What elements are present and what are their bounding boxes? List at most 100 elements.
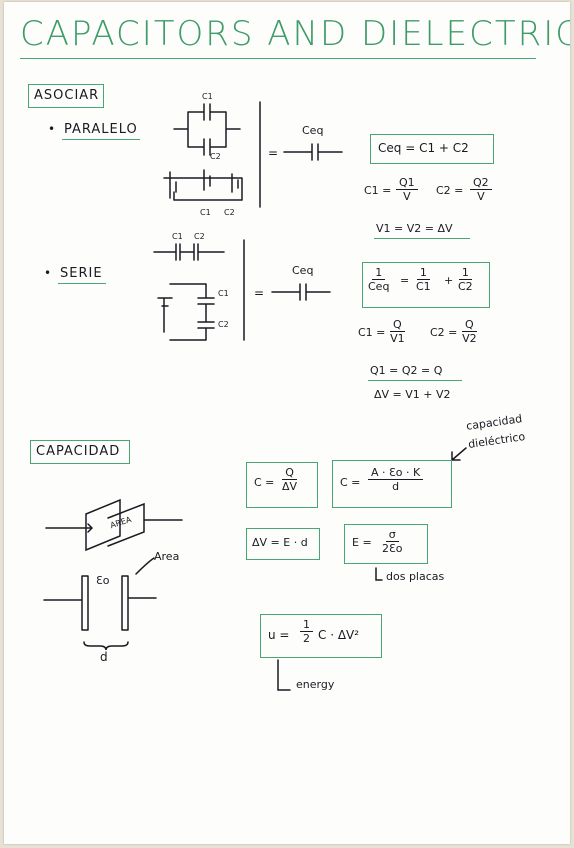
paralelo-formula-box xyxy=(370,134,494,164)
paralelo-voltages-underline xyxy=(374,238,470,239)
paralelo-voltages: V1 = V2 = ΔV xyxy=(376,222,453,235)
paralelo-label: PARALELO xyxy=(64,122,138,137)
e-field-lhs: E = xyxy=(352,536,372,549)
serie-bottom-c1: C1 xyxy=(218,289,229,298)
serie-c1-fraction: Q V1 xyxy=(390,318,405,345)
energy-hook xyxy=(277,659,291,691)
serie-voltage-sum: ΔV = V1 + V2 xyxy=(374,388,451,401)
dos-placas-hook xyxy=(375,567,383,581)
parallel-circuit-bottom xyxy=(163,169,243,201)
paralelo-equals: = xyxy=(268,146,279,160)
asociar-heading: ASOCIAR xyxy=(34,88,100,103)
serie-inv-c1-den: C1 xyxy=(416,280,431,293)
series-ceq-symbol xyxy=(271,283,331,301)
serie-c2-fraction: Q V2 xyxy=(462,318,477,345)
paralelo-c2-fraction: Q2 V xyxy=(470,176,492,203)
serie-charges-underline xyxy=(368,380,462,381)
paralelo-c1-lhs: C1 = xyxy=(364,184,392,197)
dos-placas-note: dos placas xyxy=(386,570,445,583)
paralelo-top-c1: C1 xyxy=(202,92,213,101)
plate-back xyxy=(85,498,121,552)
distance-brace xyxy=(83,641,129,651)
serie-inv-c2-num: 1 xyxy=(458,266,472,280)
paralelo-c1-den: V xyxy=(403,190,411,203)
capacidad-heading: CAPACIDAD xyxy=(36,444,121,459)
serie-bottom-c2: C2 xyxy=(218,320,229,329)
plates-left-wire xyxy=(45,523,94,533)
serie-inv-ceq: 1 Ceq xyxy=(368,266,389,293)
serie-c1-lhs: C1 = xyxy=(358,326,386,339)
paralelo-c2-den: V xyxy=(477,190,485,203)
notebook-page: CAPACITORS AND DIELECTRICS ASOCIAR • PAR… xyxy=(4,2,570,844)
paralelo-c2-num: Q2 xyxy=(470,176,492,190)
parallel-ceq-symbol xyxy=(283,143,343,161)
energy-rhs: C · ΔV² xyxy=(318,628,360,642)
serie-inv-c2-den: C2 xyxy=(458,280,473,293)
c-dielectric-num: A · Ɛo · K xyxy=(368,466,424,480)
paralelo-bullet: • xyxy=(48,122,56,136)
series-circuit-top xyxy=(153,243,225,261)
paralelo-bottom-c2: C2 xyxy=(224,208,235,217)
e-field-num: σ xyxy=(385,528,399,542)
serie-label: SERIE xyxy=(60,266,103,281)
serie-equals: = xyxy=(254,286,265,300)
serie-inv-plus: + xyxy=(444,274,454,287)
c-definition-fraction: Q ΔV xyxy=(282,466,297,493)
energy-formula-box xyxy=(260,614,382,658)
page-title: CAPACITORS AND DIELECTRICS xyxy=(20,14,570,54)
plates-side-view xyxy=(43,557,157,631)
serie-c2-den: V2 xyxy=(462,332,477,345)
c-definition-num: Q xyxy=(282,466,297,480)
serie-inv-equals: = xyxy=(400,274,410,287)
plate-front xyxy=(107,502,145,547)
c-definition-lhs: C = xyxy=(254,476,275,489)
distance-label: d xyxy=(100,650,108,664)
c-dielectric-fraction: A · Ɛo · K d xyxy=(368,466,424,493)
e-field-den: 2Ɛo xyxy=(382,542,403,555)
paralelo-underline xyxy=(62,139,140,140)
area-note: Area xyxy=(154,550,180,563)
energy-den: 2 xyxy=(303,632,310,645)
dv-formula-box xyxy=(246,528,320,560)
energy-fraction: 1 2 xyxy=(300,618,313,645)
serie-inv-ceq-num: 1 xyxy=(372,266,386,280)
serie-top-c2: C2 xyxy=(194,232,205,241)
paralelo-c2-lhs: C2 = xyxy=(436,184,464,197)
c-dielectric-lhs: C = xyxy=(340,476,361,489)
energy-lhs: u = xyxy=(268,628,290,642)
paralelo-bottom-c1: C1 xyxy=(200,208,211,217)
c-dielectric-box xyxy=(332,460,452,508)
sketches xyxy=(43,101,467,691)
capacidad-heading-box xyxy=(30,440,130,464)
serie-c2-lhs: C2 = xyxy=(430,326,458,339)
serie-c2-num: Q xyxy=(462,318,477,332)
e-field-box xyxy=(344,524,428,564)
serie-charges: Q1 = Q2 = Q xyxy=(370,364,443,377)
parallel-circuit-top xyxy=(173,103,241,156)
serie-c1-num: Q xyxy=(390,318,405,332)
c-definition-box xyxy=(246,462,318,508)
serie-inv-c2: 1 C2 xyxy=(458,266,473,293)
asociar-heading-box xyxy=(28,84,104,108)
dielectric-arrow xyxy=(451,447,467,461)
paralelo-top-c2: C2 xyxy=(210,152,221,161)
serie-c1-den: V1 xyxy=(390,332,405,345)
energy-note: energy xyxy=(296,678,335,691)
c-definition-den: ΔV xyxy=(282,480,298,493)
serie-bullet: • xyxy=(44,266,52,280)
series-circuit-bottom xyxy=(157,283,215,341)
paralelo-ceq-label: Ceq xyxy=(302,124,324,137)
serie-inv-c1: 1 C1 xyxy=(416,266,431,293)
paralelo-c1-num: Q1 xyxy=(396,176,418,190)
dv-formula: ΔV = E · d xyxy=(252,536,308,549)
paralelo-c1-fraction: Q1 V xyxy=(396,176,418,203)
paralelo-ceq-formula: Ceq = C1 + C2 xyxy=(378,141,469,155)
serie-inv-ceq-den: Ceq xyxy=(368,280,390,293)
serie-formula-box xyxy=(362,262,490,308)
e-field-fraction: σ 2Ɛo xyxy=(382,528,403,555)
serie-ceq-label: Ceq xyxy=(292,264,314,277)
serie-inv-c1-num: 1 xyxy=(416,266,430,280)
serie-top-c1: C1 xyxy=(172,232,183,241)
serie-underline xyxy=(58,283,106,284)
eps0-label: Ɛo xyxy=(96,574,110,587)
